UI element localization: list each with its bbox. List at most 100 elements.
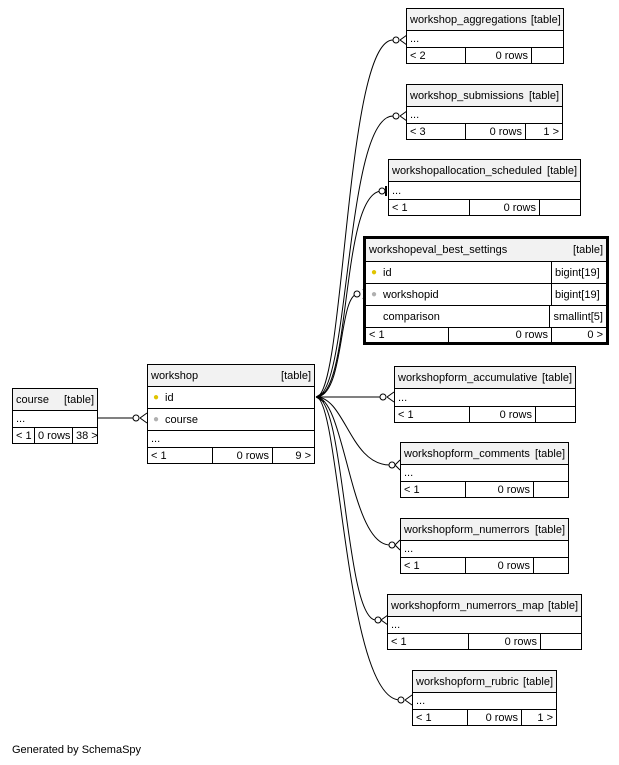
- column-row[interactable]: ● workshopid bigint[19]: [366, 284, 606, 306]
- table-workshop-aggregations[interactable]: workshop_aggregations [table] ... < 2 0 …: [406, 8, 564, 64]
- foreign-key-icon: ●: [370, 289, 378, 300]
- table-header: workshopform_numerrors_map [table]: [388, 595, 581, 617]
- more-columns-row: ...: [407, 31, 563, 48]
- parents-count[interactable]: < 1: [16, 429, 32, 442]
- table-header: workshopeval_best_settings [table]: [366, 239, 606, 262]
- parents-count[interactable]: < 1: [398, 408, 414, 421]
- table-header: workshop_aggregations [table]: [407, 9, 563, 31]
- stats-row: < 1 0 rows 9 >: [148, 448, 314, 463]
- table-name[interactable]: workshop: [151, 369, 199, 382]
- table-header: workshopform_accumulative [table]: [395, 367, 575, 389]
- parents-count[interactable]: < 1: [392, 201, 408, 214]
- table-header: workshopform_numerrors [table]: [401, 519, 568, 541]
- table-workshop-submissions[interactable]: workshop_submissions [table] ... < 3 0 r…: [406, 84, 563, 140]
- parents-count[interactable]: < 1: [416, 711, 432, 724]
- row-count: 0 rows: [469, 407, 535, 422]
- children-count[interactable]: 9 >: [272, 448, 314, 463]
- table-header: workshop [table]: [148, 365, 314, 387]
- primary-key-icon: ●: [370, 267, 378, 278]
- edge-workshop-allocation: [315, 190, 383, 398]
- stats-row: < 1 0 rows 38 >: [13, 428, 98, 443]
- parents-count[interactable]: < 1: [151, 449, 167, 462]
- table-workshopform-comments[interactable]: workshopform_comments [table] ... < 1 0 …: [400, 442, 569, 498]
- edge-workshop-numerrors-map: [315, 396, 377, 621]
- more-columns: ...: [151, 433, 161, 445]
- children-count[interactable]: [540, 634, 581, 649]
- more-columns: ...: [410, 109, 420, 121]
- table-workshopform-accumulative[interactable]: workshopform_accumulative [table] ... < …: [394, 366, 576, 423]
- children-count[interactable]: [535, 407, 575, 422]
- table-workshop[interactable]: workshop [table] ● id ● course ... < 1 0…: [147, 364, 315, 464]
- table-workshopform-numerrors[interactable]: workshopform_numerrors [table] ... < 1 0…: [400, 518, 569, 574]
- table-tag: [table]: [535, 523, 565, 536]
- row-count: 0 rows: [448, 328, 551, 342]
- table-name[interactable]: workshopform_numerrors_map: [391, 599, 544, 612]
- column-row[interactable]: comparison smallint[5]: [366, 306, 606, 328]
- stats-row: < 1 0 rows: [388, 634, 581, 649]
- parents-count[interactable]: < 1: [391, 635, 407, 648]
- column-row[interactable]: ● id: [148, 387, 314, 409]
- edge-workshop-numerrors: [315, 396, 391, 546]
- table-name[interactable]: workshopform_numerrors: [404, 523, 530, 536]
- more-columns: ...: [416, 695, 426, 707]
- more-columns: ...: [392, 184, 402, 197]
- children-count[interactable]: [533, 482, 568, 497]
- table-tag: [table]: [535, 447, 565, 460]
- row-count: 0 rows: [465, 482, 533, 497]
- stats-row: < 2 0 rows: [407, 48, 563, 63]
- parents-count[interactable]: < 1: [404, 483, 420, 496]
- table-tag: [table]: [573, 244, 603, 256]
- parents-count[interactable]: < 2: [410, 49, 426, 62]
- children-count[interactable]: 0 >: [551, 328, 606, 342]
- table-tag: [table]: [530, 13, 561, 26]
- table-name[interactable]: workshop_submissions: [410, 89, 524, 102]
- table-workshopform-rubric[interactable]: workshopform_rubric [table] ... < 1 0 ro…: [412, 670, 557, 726]
- children-count[interactable]: 1 >: [521, 710, 556, 725]
- table-header: workshop_submissions [table]: [407, 85, 562, 107]
- more-columns-row: ...: [395, 389, 575, 407]
- stats-row: < 1 0 rows: [401, 482, 568, 497]
- column-row[interactable]: ● course: [148, 409, 314, 431]
- parents-count[interactable]: < 1: [369, 329, 385, 341]
- table-tag: [table]: [547, 164, 577, 177]
- more-columns: ...: [404, 543, 414, 555]
- row-count: 0 rows: [212, 448, 272, 463]
- edge-workshop-comments: [315, 396, 391, 466]
- more-columns-row: ...: [401, 465, 568, 482]
- column-name: comparison: [383, 310, 440, 323]
- table-tag: [table]: [548, 599, 578, 612]
- row-count: 0 rows: [465, 124, 525, 139]
- generated-by-footer: Generated by SchemaSpy: [12, 744, 142, 756]
- more-columns-row: ...: [13, 411, 97, 428]
- children-count[interactable]: 38 >: [72, 428, 101, 443]
- column-row[interactable]: ● id bigint[19]: [366, 262, 606, 284]
- children-count[interactable]: [539, 200, 580, 215]
- stats-row: < 1 0 rows 0 >: [366, 328, 606, 342]
- table-name[interactable]: workshopallocation_scheduled: [392, 164, 542, 177]
- table-header: course [table]: [13, 389, 97, 411]
- table-name[interactable]: workshopform_accumulative: [398, 371, 538, 384]
- row-count: 0 rows: [465, 558, 533, 573]
- foreign-key-icon: ●: [152, 414, 160, 425]
- column-name: id: [383, 266, 392, 279]
- table-workshopform-numerrors-map[interactable]: workshopform_numerrors_map [table] ... <…: [387, 594, 582, 650]
- row-count: 0 rows: [465, 48, 531, 63]
- more-columns-row: ...: [413, 693, 556, 710]
- table-workshopeval-best-settings[interactable]: workshopeval_best_settings [table] ● id …: [363, 236, 609, 345]
- children-count[interactable]: [531, 48, 563, 63]
- table-name[interactable]: workshop_aggregations: [410, 13, 527, 26]
- table-name[interactable]: course: [16, 393, 50, 406]
- table-name[interactable]: workshopform_rubric: [416, 675, 519, 688]
- more-columns-row: ...: [407, 107, 562, 124]
- children-count[interactable]: [533, 558, 568, 573]
- children-count[interactable]: 1 >: [525, 124, 562, 139]
- parents-count[interactable]: < 3: [410, 125, 426, 138]
- table-workshopallocation-scheduled[interactable]: workshopallocation_scheduled [table] ...…: [388, 159, 581, 216]
- column-name: course: [165, 413, 199, 426]
- table-name[interactable]: workshopeval_best_settings: [369, 244, 508, 256]
- parents-count[interactable]: < 1: [404, 559, 420, 572]
- table-course[interactable]: course [table] ... < 1 0 rows 38 >: [12, 388, 98, 444]
- more-columns-row: ...: [148, 431, 314, 448]
- table-name[interactable]: workshopform_comments: [404, 447, 530, 460]
